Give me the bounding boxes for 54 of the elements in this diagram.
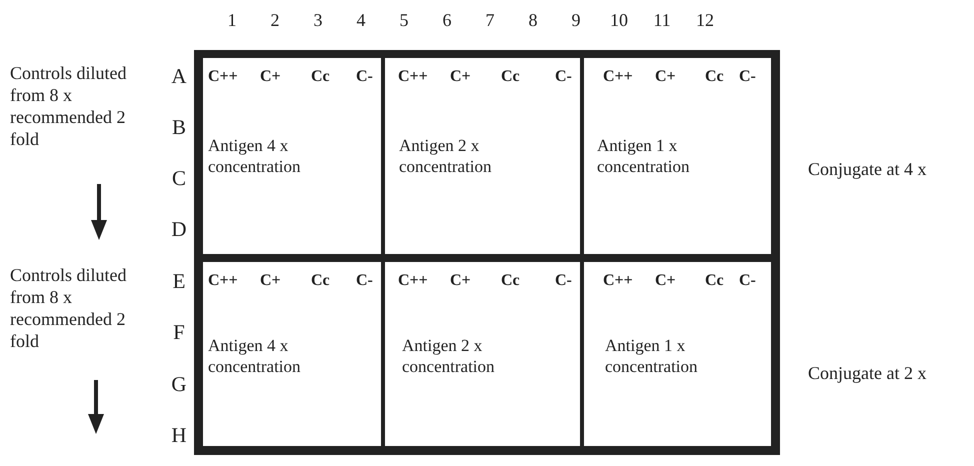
control-label: Cc <box>705 68 724 86</box>
column-number: 6 <box>442 9 452 31</box>
control-label: C+ <box>450 68 471 86</box>
antigen-label: Antigen 2 x concentration <box>399 135 493 177</box>
column-number: 12 <box>696 9 714 31</box>
control-label: Cc <box>311 272 330 290</box>
antigen-label: Antigen 4 x concentration <box>208 135 302 177</box>
row-letter: C <box>172 167 186 189</box>
control-label: Cc <box>501 272 520 290</box>
row-letter: D <box>171 218 187 240</box>
antigen-label: Antigen 4 x concentration <box>208 335 302 377</box>
antigen-label: Antigen 1 x concentration <box>605 335 699 377</box>
control-label: Cc <box>705 272 724 290</box>
column-number: 3 <box>314 9 322 31</box>
control-label: Cc <box>501 68 520 86</box>
control-label: C+ <box>450 272 471 290</box>
column-number: 7 <box>486 9 494 31</box>
column-number: 1 <box>228 9 236 31</box>
control-label: C- <box>555 272 572 290</box>
antigen-label: Antigen 1 x concentration <box>597 135 691 177</box>
control-label: C- <box>356 272 373 290</box>
row-letter: B <box>172 116 186 138</box>
column-number: 4 <box>356 9 366 31</box>
row-letter: F <box>173 321 185 343</box>
dilution-note: Controls diluted from 8 x recommended 2 fold <box>10 62 128 150</box>
control-label: C+ <box>655 68 676 86</box>
conjugate-note: Conjugate at 2 x <box>808 362 926 384</box>
column-number: 2 <box>270 9 280 31</box>
row-letter: G <box>171 373 187 395</box>
control-label: C+ <box>260 68 281 86</box>
dilution-note: Controls diluted from 8 x recommended 2 fold <box>10 264 128 352</box>
row-letter: H <box>171 424 187 446</box>
control-label: C+ <box>655 272 676 290</box>
control-label: C++ <box>208 272 238 290</box>
row-letter: A <box>171 65 187 87</box>
control-label: C++ <box>398 68 428 86</box>
control-label: C++ <box>208 68 238 86</box>
control-label: C- <box>555 68 572 86</box>
column-number: 11 <box>653 9 671 31</box>
control-label: C+ <box>260 272 281 290</box>
column-number: 5 <box>400 9 408 31</box>
control-label: C++ <box>603 272 633 290</box>
control-label: C++ <box>398 272 428 290</box>
control-label: Cc <box>311 68 330 86</box>
column-number: 8 <box>528 9 538 31</box>
control-label: C++ <box>603 68 633 86</box>
control-label: C- <box>356 68 373 86</box>
control-label: C- <box>739 68 756 86</box>
column-number: 10 <box>610 9 628 31</box>
column-number: 9 <box>572 9 580 31</box>
control-label: C- <box>739 272 756 290</box>
antigen-label: Antigen 2 x concentration <box>402 335 496 377</box>
row-letter: E <box>172 270 186 292</box>
conjugate-note: Conjugate at 4 x <box>808 158 926 180</box>
